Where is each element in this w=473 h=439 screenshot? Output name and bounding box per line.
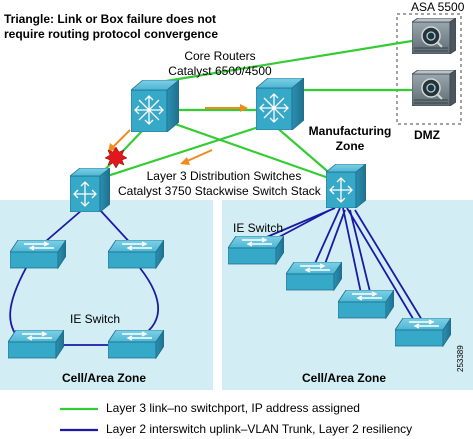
right-ie-switch-4-icon: [395, 318, 451, 347]
manufacturing-zone-label-line2: Zone: [335, 139, 365, 153]
l3-link-core-left-to-dist-right: [157, 116, 341, 184]
left-ie-switch-bottom-right-icon: [108, 330, 164, 359]
l2-link-dist-right-to-sw4b: [354, 209, 426, 326]
l2-link-dist-right-to-sw4: [346, 207, 416, 323]
l3-link-core-right-to-dist-left: [94, 123, 266, 182]
left-cell-area-zone: [0, 200, 213, 390]
failover-arrow-to-dist: [111, 129, 131, 149]
asa-firewall-bottom-icon: [412, 70, 456, 106]
diagram-title-line1: Triangle: Link or Box failure does not: [4, 12, 217, 26]
right-ie-switch-2-icon: [286, 262, 342, 291]
right-ie-switch-1-icon: [228, 236, 284, 265]
diagram-title-line2: require routing protocol convergence: [4, 27, 219, 41]
legend-l2-text: Layer 2 interswitch uplink–VLAN Trunk, L…: [106, 422, 413, 436]
failover-arrow-across: [184, 149, 213, 163]
core-router-left-icon: [131, 80, 179, 132]
left-ie-switch-top-left-icon: [10, 240, 66, 269]
link-failure-burst-icon: [104, 146, 128, 169]
dmz-boundary: [396, 13, 462, 125]
left-ie-switch-top-right-icon: [108, 240, 164, 269]
distribution-switch-left-icon: [70, 168, 110, 212]
manufacturing-zone-label-line1: Manufacturing: [308, 124, 392, 138]
l2-link-dist-right-to-sw3: [342, 207, 363, 299]
core-routers-model-label: Catalyst 6500/4500: [168, 64, 272, 78]
right-ie-switch-label: IE Switch: [233, 221, 284, 235]
l2-link-dist-right-to-sw3b: [349, 209, 373, 301]
asa-firewall-top-icon: [412, 18, 456, 54]
l2-link-dist-right-to-sw2b: [321, 209, 346, 273]
distribution-switches-label: Layer 3 Distribution Switches: [146, 169, 302, 183]
figure-id: 253389: [456, 345, 465, 372]
distribution-switches-model-label: Catalyst 3750 Stackwise Switch Stack: [118, 184, 321, 198]
failover-arrows: [108, 104, 248, 165]
core-routers-label: Core Routers: [184, 49, 256, 63]
left-ie-switch-bottom-left-icon: [8, 330, 64, 359]
dmz-label: DMZ: [414, 128, 440, 142]
left-zone-label: Cell/Area Zone: [62, 371, 147, 385]
right-zone-label: Cell/Area Zone: [302, 371, 387, 385]
asa-label: ASA 5500: [411, 0, 465, 14]
l3-link-core-left-to-asa: [159, 38, 419, 84]
left-ie-switch-label: IE Switch: [70, 312, 121, 326]
l2-link-dist-right-to-sw2: [311, 207, 341, 271]
right-ie-switch-3-icon: [338, 290, 394, 319]
distribution-switch-right-icon: [326, 164, 366, 208]
core-router-right-icon: [256, 78, 304, 130]
legend-l3-text: Layer 3 link–no switchport, IP address a…: [106, 401, 360, 415]
